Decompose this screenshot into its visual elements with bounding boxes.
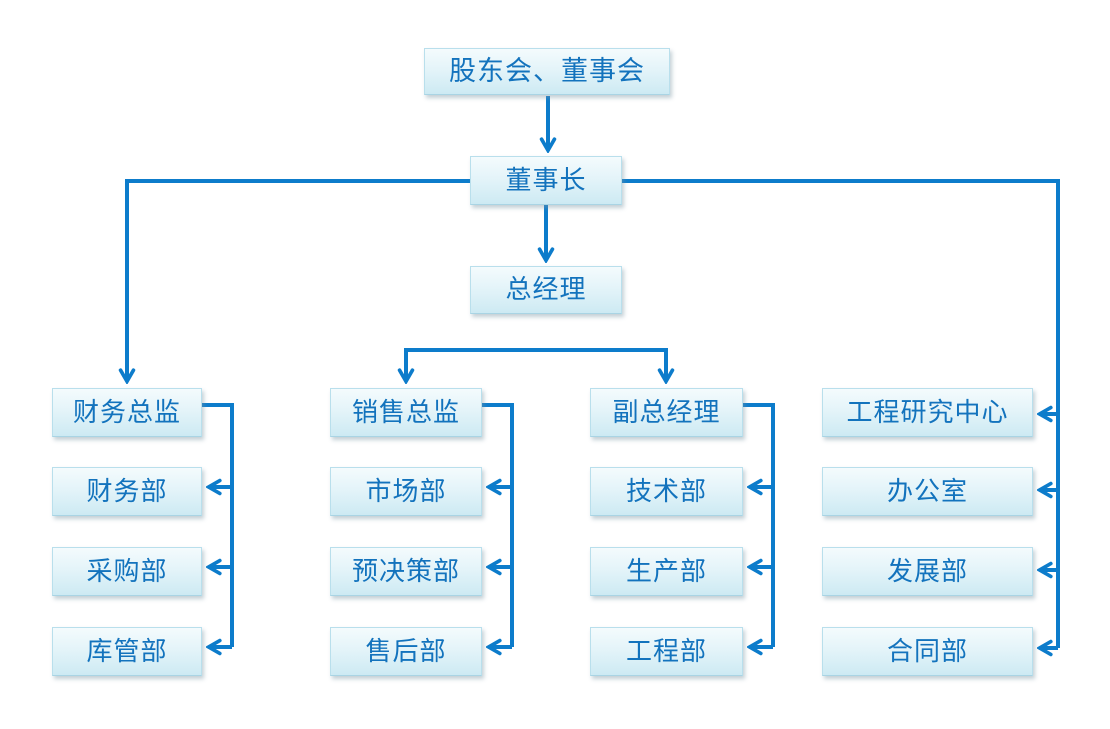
node-deputy-general-manager: 副总经理 xyxy=(590,388,743,437)
node-shareholders-and-board: 股东会、董事会 xyxy=(424,48,670,95)
node-production-dept: 生产部 xyxy=(590,547,743,596)
node-contract-dept: 合同部 xyxy=(822,627,1033,676)
connector-col1-rail xyxy=(202,403,234,647)
node-after-sales-dept: 售后部 xyxy=(330,627,482,676)
node-finance-director: 财务总监 xyxy=(52,388,202,437)
node-chairman: 董事长 xyxy=(470,156,622,205)
node-office: 办公室 xyxy=(822,467,1033,516)
node-engineering-research-center: 工程研究中心 xyxy=(822,388,1033,437)
node-development-dept: 发展部 xyxy=(822,547,1033,596)
connector-col2-rail xyxy=(482,403,514,647)
node-general-manager: 总经理 xyxy=(470,266,622,314)
node-sales-director: 销售总监 xyxy=(330,388,482,437)
node-engineering-dept: 工程部 xyxy=(590,627,743,676)
connector-chairman-to-finance-director xyxy=(127,179,470,380)
node-finance-dept: 财务部 xyxy=(52,467,202,516)
connector-gm-split xyxy=(406,348,666,380)
node-marketing-dept: 市场部 xyxy=(330,467,482,516)
node-purchasing-dept: 采购部 xyxy=(52,547,202,596)
node-warehouse-dept: 库管部 xyxy=(52,627,202,676)
node-budget-decision-dept: 预决策部 xyxy=(330,547,482,596)
node-technology-dept: 技术部 xyxy=(590,467,743,516)
connector-col3-rail xyxy=(743,403,775,647)
connector-chairman-right-rail xyxy=(622,179,1060,648)
